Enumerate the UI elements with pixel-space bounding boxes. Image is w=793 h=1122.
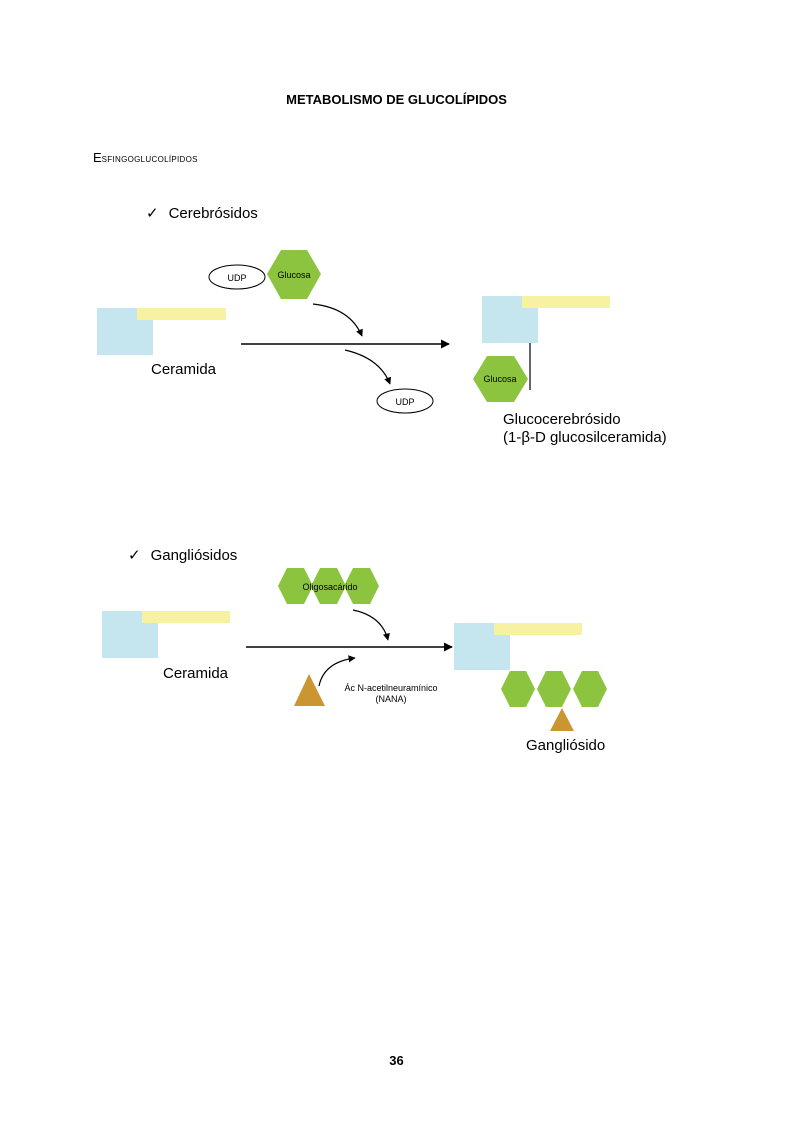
ceramida-label: Ceramida: [151, 361, 217, 378]
product-hexagon-1: [501, 671, 535, 707]
oligo-hexagon-3: [344, 568, 379, 604]
ceramide-reactant-2: [102, 611, 230, 658]
glucosa-product-label: Glucosa: [483, 374, 516, 384]
glucocerebroside-product: [473, 296, 610, 402]
udp-in-label: UDP: [227, 273, 246, 283]
product-ceramide-tail-2: [494, 623, 582, 635]
section-rest: SFINGOGLUCOLÍPIDOS: [101, 155, 198, 164]
curved-arrow-out: [344, 349, 392, 385]
product-name-2: (1-β-D glucosilceramida): [503, 429, 667, 446]
ceramida-label-2: Ceramida: [163, 665, 229, 682]
product-nana-triangle: [550, 708, 574, 731]
oligo-hexagon-2: [311, 568, 346, 604]
ceramide-tail: [137, 308, 226, 320]
cerebrosidos-heading-text: Cerebrósidos: [168, 205, 258, 222]
page-number: 36: [389, 1053, 404, 1068]
product-glucosa-hexagon: [473, 356, 528, 402]
product-name-1: Glucocerebrósido: [503, 411, 621, 428]
udp-in-ellipse: [208, 264, 266, 290]
curved-arrow-in: [312, 303, 363, 337]
product-ceramide-tail: [522, 296, 610, 308]
ceramide-tail-2: [142, 611, 230, 623]
product-hexagon-3: [573, 671, 607, 707]
gangliosidos-heading-text: Gangliósidos: [150, 547, 238, 564]
page-title: METABOLISMO DE GLUCOLÍPIDOS: [286, 92, 507, 107]
ganglioside-label: Gangliósido: [526, 737, 605, 754]
check-icon: ✓: [128, 547, 141, 564]
nana-label-2: (NANA): [376, 694, 407, 704]
ceramide-reactant: [97, 308, 226, 355]
oligosacarido-label: Oligosacárido: [302, 582, 357, 592]
udp-out-label: UDP: [395, 397, 414, 407]
oligo-hexagon-1: [278, 568, 313, 604]
gangliosidos-heading: ✓ Gangliósidos: [128, 546, 237, 564]
product-hexagon-2: [537, 671, 571, 707]
glucosa-in-label: Glucosa: [277, 270, 310, 280]
section-heading: ESFINGOGLUCOLÍPIDOS: [93, 150, 198, 165]
cerebrosidos-heading: ✓ Cerebrósidos: [146, 204, 258, 222]
curved-arrow-nana: [318, 655, 356, 687]
glucosa-hexagon: [267, 250, 321, 299]
nana-label-1: Ác N-acetilneuramínico: [344, 683, 437, 693]
curved-arrow-oligo: [352, 609, 390, 641]
ganglioside-product: [454, 623, 607, 731]
udp-out-ellipse: [376, 388, 434, 414]
nana-triangle: [294, 674, 325, 706]
oligosaccharide-chain: [278, 568, 379, 604]
section-initial: E: [93, 150, 102, 165]
check-icon: ✓: [146, 205, 159, 222]
